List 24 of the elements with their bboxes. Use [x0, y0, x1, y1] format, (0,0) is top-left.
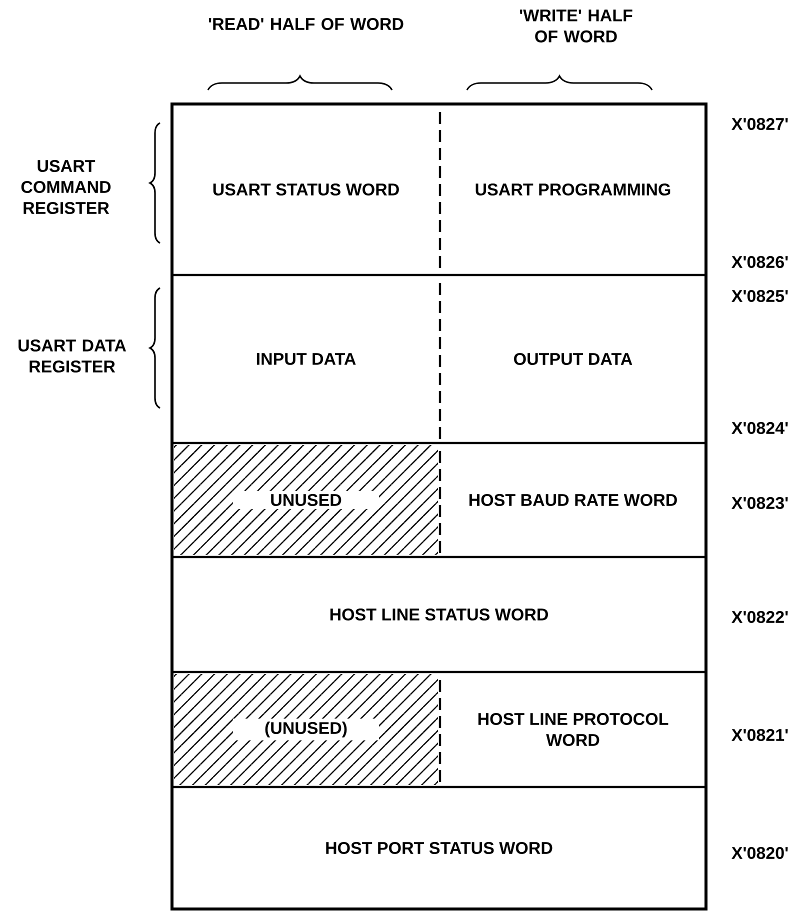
register-cell: INPUT DATA [256, 353, 356, 365]
address-label: X'0820' [732, 846, 788, 860]
address-label: X'0821' [732, 728, 788, 742]
column-heading: 'READ' HALF OF WORD [208, 18, 404, 30]
register-label: USART COMMAND REGISTER [21, 160, 111, 214]
address-label: X'0823' [732, 496, 788, 510]
register-label: USART DATA REGISTER [18, 339, 126, 373]
column-heading: 'WRITE' HALF OF WORD [520, 10, 632, 42]
register-cell: USART PROGRAMMING [476, 183, 670, 196]
address-label: X'0824' [732, 422, 788, 434]
register-cell: HOST LINE STATUS WORD [330, 608, 548, 621]
unused-cell: UNUSED [233, 490, 379, 510]
address-label: X'0822' [732, 610, 788, 624]
address-label: X'0827' [732, 118, 788, 130]
register-cell: HOST LINE PROTOCOL WORD [478, 712, 668, 746]
node-label: UNUSED [271, 494, 342, 506]
unused-cell: (UNUSED) [233, 718, 379, 740]
register-cell: USART STATUS WORD [213, 183, 399, 196]
address-label: X'0826' [732, 256, 788, 268]
node-label: (UNUSED) [265, 722, 347, 738]
register-cell: OUTPUT DATA [514, 352, 632, 366]
register-cell: HOST BAUD RATE WORD [469, 494, 677, 506]
address-label: X'0825' [732, 290, 788, 302]
register-cell: HOST PORT STATUS WORD [326, 842, 552, 854]
